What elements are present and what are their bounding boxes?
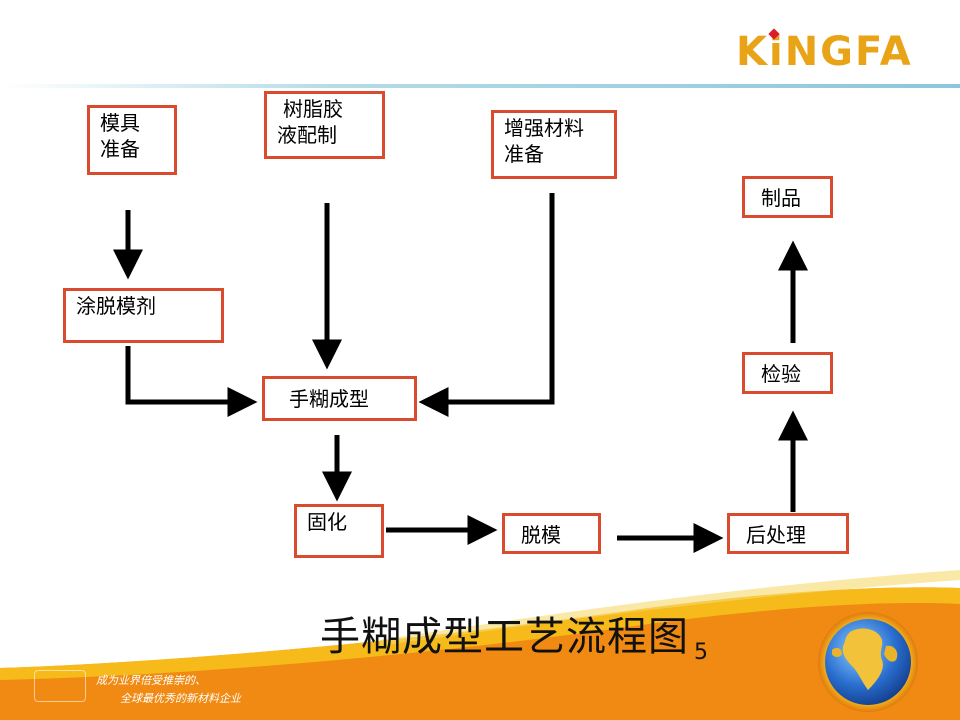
- header-divider: [0, 84, 960, 88]
- node-reinforcement-preparation: 增强材料 准备: [491, 110, 617, 179]
- node-demolding: 脱模: [502, 513, 601, 554]
- kingfa-logo: KiNGFA: [736, 29, 913, 75]
- footer-motto: 成为业界倍受推崇的、 全球最优秀的新材料企业: [96, 674, 241, 705]
- page-number: 5: [694, 640, 708, 665]
- arrow-release-to-layup: [125, 346, 258, 417]
- node-inspection: 检验: [742, 352, 833, 394]
- diagram-caption: 手糊成型工艺流程图: [320, 614, 689, 660]
- node-post-processing: 后处理: [727, 513, 849, 554]
- footer-emblem: [34, 670, 86, 702]
- node-apply-release-agent: 涂脱模剂: [63, 288, 224, 343]
- arrow-reinforce-to-layup: [418, 193, 555, 417]
- node-mold-preparation: 模具 准备: [87, 105, 177, 175]
- node-resin-preparation: 树脂胶 液配制: [264, 91, 385, 159]
- node-product: 制品: [742, 176, 833, 218]
- node-hand-layup: 手糊成型: [262, 376, 417, 421]
- node-curing: 固化: [294, 504, 384, 558]
